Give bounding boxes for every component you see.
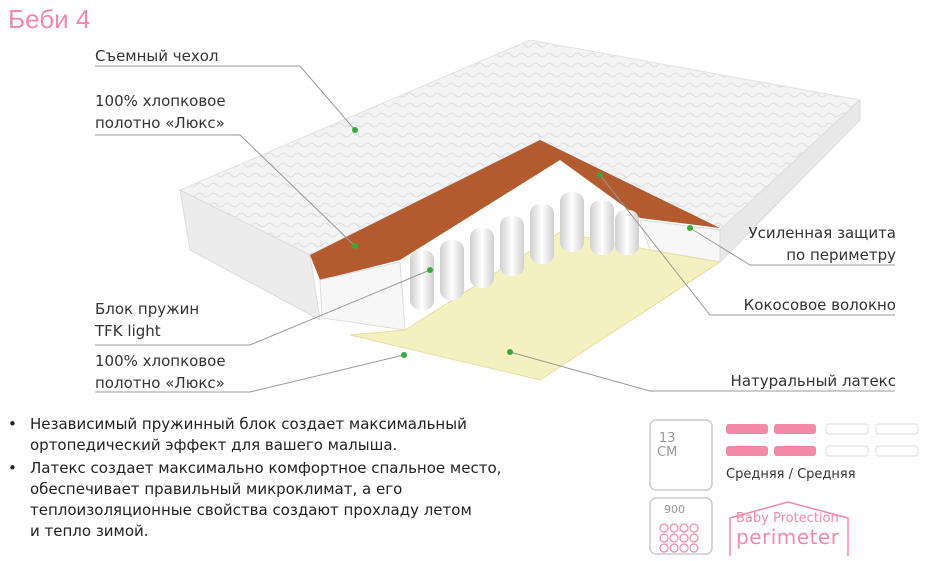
rigidity-bar-empty <box>875 423 919 435</box>
mattress-front-side <box>179 189 321 321</box>
thickness-icon <box>649 419 713 491</box>
label-cotton-bottom-2: полотно «Люкс» <box>95 374 225 392</box>
label-perimeter-2: по периметру <box>786 246 896 264</box>
rigidity-bar-filled <box>726 424 768 434</box>
rigidity-bar-empty <box>825 445 869 457</box>
feature-item: Независимый пружинный блок создает макси… <box>6 414 526 456</box>
density-icon <box>649 497 713 555</box>
label-springs-2: TFK light <box>95 322 161 340</box>
marker-coconut <box>597 172 603 178</box>
marker-cotton-top <box>352 243 358 249</box>
label-latex: Натуральный латекс <box>730 372 896 390</box>
marker-latex <box>507 349 513 355</box>
rigidity-label: Средняя / Средняя <box>726 467 856 482</box>
marker-cover <box>352 127 358 133</box>
marker-cotton-bottom <box>401 352 407 358</box>
rigidity-bar-filled <box>774 424 816 434</box>
coconut-layer <box>310 140 720 280</box>
spring-block <box>410 192 639 310</box>
label-cover: Съемный чехол <box>95 47 219 65</box>
rigidity-bar-empty <box>825 423 869 435</box>
label-cotton-bottom-1: 100% хлопковое <box>95 352 226 370</box>
marker-springs <box>427 267 433 273</box>
marker-perimeter <box>687 225 693 231</box>
rigidity-bar-filled <box>774 446 816 456</box>
springs-density-label: 900 <box>664 503 685 516</box>
badge-line-1: Baby Protection <box>736 511 839 526</box>
label-springs-1: Блок пружин <box>95 300 200 318</box>
label-perimeter-1: Усиленная защита <box>748 224 896 242</box>
label-cotton-top-2: полотно «Люкс» <box>95 114 225 132</box>
label-cotton-top-1: 100% хлопковое <box>95 92 226 110</box>
badge-roof-icon <box>729 501 849 556</box>
rigidity-bar-filled <box>726 446 768 456</box>
label-coconut: Кокосовое волокно <box>743 296 896 314</box>
feature-list: Независимый пружинный блок создает макси… <box>6 414 526 544</box>
badge-line-2: perimeter <box>736 525 840 549</box>
spec-icons <box>649 419 919 556</box>
thickness-label: 13 СМ <box>657 431 678 460</box>
rigidity-bar-empty <box>875 445 919 457</box>
feature-item: Латекс создает максимально комфортное сп… <box>6 458 526 542</box>
mattress-illustration <box>95 39 895 393</box>
page-title: Беби 4 <box>8 4 91 34</box>
